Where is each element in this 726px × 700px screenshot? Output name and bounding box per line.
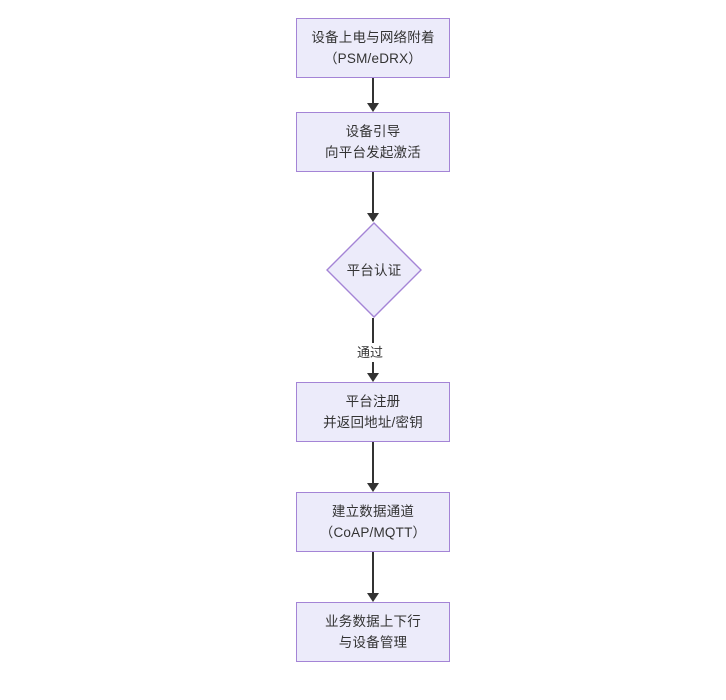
- flowchart-edge-n1-n2-line: [372, 78, 374, 103]
- node-label: 平台注册 并返回地址/密钥: [323, 394, 423, 430]
- flowchart-node-device-power-on[interactable]: 设备上电与网络附着 （PSM/eDRX）: [296, 18, 450, 78]
- flowchart-edge-n5-n6-arrowhead: [367, 593, 379, 602]
- flowchart-node-data-channel[interactable]: 建立数据通道 （CoAP/MQTT）: [296, 492, 450, 552]
- flowchart-node-platform-authentication[interactable]: 平台认证: [326, 222, 422, 318]
- node-label: 平台认证: [346, 262, 402, 278]
- flowchart-node-platform-registration[interactable]: 平台注册 并返回地址/密钥: [296, 382, 450, 442]
- flowchart-edge-n4-n5-arrowhead: [367, 483, 379, 492]
- flowchart-edge-n4-n5-line: [372, 442, 374, 483]
- flowchart-edge-n5-n6-line: [372, 552, 374, 593]
- node-label: 业务数据上下行 与设备管理: [325, 614, 421, 650]
- flowchart-node-device-bootstrap[interactable]: 设备引导 向平台发起激活: [296, 112, 450, 172]
- node-label: 建立数据通道 （CoAP/MQTT）: [319, 504, 427, 540]
- flowchart-edge-n2-n3-line: [372, 172, 374, 213]
- node-label: 设备上电与网络附着 （PSM/eDRX）: [311, 30, 435, 66]
- flowchart-node-business-data[interactable]: 业务数据上下行 与设备管理: [296, 602, 450, 662]
- diamond-shape-icon: [326, 222, 422, 318]
- flowchart-edge-label-pass: 通过: [354, 343, 387, 362]
- node-label: 设备引导 向平台发起激活: [325, 124, 421, 160]
- flowchart-edge-n2-n3-arrowhead: [367, 213, 379, 222]
- flowchart-edge-n3-n4-arrowhead: [367, 373, 379, 382]
- flowchart-edge-n1-n2-arrowhead: [367, 103, 379, 112]
